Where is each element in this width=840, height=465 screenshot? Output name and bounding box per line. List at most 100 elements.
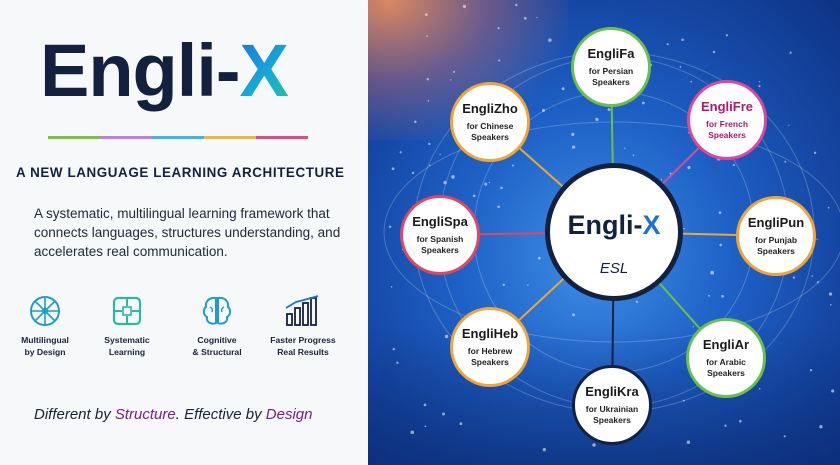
star-dot: [497, 205, 500, 208]
node-title: EngliAr: [702, 337, 750, 352]
star-dot: [710, 270, 715, 275]
center-subtitle: ESL: [599, 260, 629, 277]
star-dot: [427, 100, 430, 102]
star-dot: [390, 286, 393, 288]
node-subtitle-line: Speakers: [708, 130, 746, 140]
star-dot: [828, 292, 833, 296]
star-dot: [592, 443, 596, 447]
brand-x: X: [239, 29, 289, 112]
node-title: EngliSpa: [412, 214, 468, 229]
star-dot: [462, 4, 467, 9]
star-dot: [624, 147, 626, 149]
node-subtitle-line: for Spanish: [416, 234, 464, 244]
star-dot: [827, 206, 830, 209]
star-dot: [459, 422, 463, 426]
star-dot: [423, 403, 427, 407]
feature-line: Multilingual: [21, 335, 69, 345]
star-dot: [679, 66, 682, 68]
star-dot: [595, 117, 599, 122]
node-subtitle-line: Speakers: [592, 77, 630, 87]
star-dot: [388, 225, 392, 228]
star-dot: [392, 347, 395, 351]
star-dot: [789, 51, 792, 54]
star-dot: [792, 276, 796, 279]
progress-chart-icon: [285, 295, 319, 326]
star-dot: [527, 284, 529, 286]
brand-name: Engli-: [40, 29, 241, 112]
star-dot: [607, 108, 611, 112]
node-title: EngliFre: [700, 99, 753, 114]
node-title: EngliHeb: [461, 326, 519, 341]
tagline-highlight: Structure: [114, 406, 176, 423]
star-dot: [783, 435, 786, 438]
node-subtitle-line: for French: [705, 119, 749, 129]
star-dot: [758, 85, 761, 88]
star-dot: [396, 361, 399, 364]
feature-line: Systematic: [104, 335, 150, 345]
star-dot: [399, 151, 402, 154]
center-node[interactable]: Engli-X ESL: [545, 163, 683, 301]
star-dot: [831, 389, 835, 393]
node-subtitle-line: Speakers: [421, 245, 459, 255]
star-dot: [788, 124, 790, 126]
star-dot: [660, 179, 663, 181]
star-dot: [816, 281, 819, 284]
star-dot: [809, 369, 813, 372]
star-dot: [813, 151, 817, 154]
star-dot: [572, 313, 575, 317]
star-dot: [502, 283, 505, 287]
feature-cognitive: Cognitive& Structural: [172, 294, 262, 358]
star-dot: [758, 387, 761, 390]
star-dot: [452, 70, 456, 73]
star-dot: [719, 243, 722, 247]
star-dot: [718, 211, 722, 214]
star-dot: [391, 167, 395, 171]
node-subtitle-line: Speakers: [471, 357, 509, 367]
star-dot: [682, 399, 685, 402]
star-dot: [725, 34, 729, 37]
star-dot: [686, 440, 691, 444]
star-dot: [488, 181, 490, 184]
divider-segment: [100, 136, 152, 139]
headline: A NEW LANGUAGE LEARNING ARCHITECTURE: [16, 165, 345, 180]
star-dot: [424, 425, 427, 428]
star-dot: [721, 294, 724, 298]
node-subtitle-line: for Hebrew: [467, 346, 513, 356]
tagline: Different by Structure. Effective by Des…: [34, 406, 312, 423]
star-dot: [548, 38, 552, 42]
star-dot: [444, 334, 449, 339]
divider-segment: [48, 136, 100, 139]
star-dot: [537, 256, 541, 260]
node-title: EngliPun: [747, 215, 805, 230]
star-dot: [712, 50, 716, 54]
star-dot: [690, 80, 693, 83]
star-dot: [632, 154, 635, 157]
star-dot: [758, 81, 761, 83]
star-dot: [498, 59, 501, 62]
tagline-part: Different by: [34, 406, 115, 423]
feature-multilingual: Multilingual by Design: [0, 294, 90, 358]
tagline-highlight: Design: [265, 406, 313, 423]
node-subtitle-line: for Chinese: [466, 121, 514, 131]
star-dot: [542, 448, 546, 452]
star-dot: [425, 13, 428, 16]
star-dot: [830, 304, 832, 306]
node-subtitle-line: for Persian: [588, 66, 634, 76]
description: A systematic, multilingual learning fram…: [34, 206, 341, 259]
star-dot: [541, 108, 546, 112]
feature-line: by Design: [24, 347, 66, 357]
globe-network-icon: [30, 296, 60, 326]
